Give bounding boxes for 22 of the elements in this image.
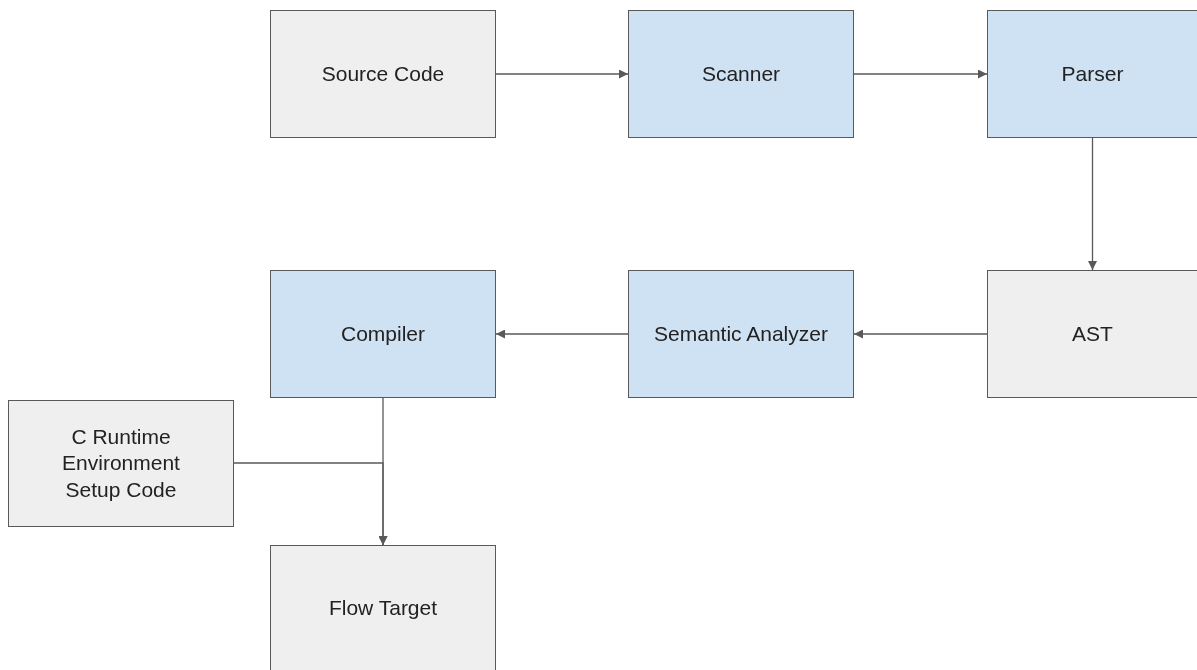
box-label: Flow Target: [327, 594, 439, 621]
process-box: [628, 270, 854, 398]
process-box: [987, 10, 1197, 138]
box-label: Source Code: [320, 60, 446, 87]
arrow: [233, 462, 388, 546]
data-box: [987, 270, 1197, 398]
arrow: [1088, 137, 1097, 271]
arrow: [495, 69, 629, 79]
box-label: Compiler: [340, 320, 426, 347]
process-box: [270, 270, 496, 398]
box-label: Semantic Analyzer: [653, 320, 829, 347]
box-label: C Runtime Environment Setup Code: [61, 424, 181, 503]
data-box: [8, 400, 234, 527]
arrow: [853, 69, 988, 79]
data-box: [270, 545, 496, 670]
box-label: Scanner: [700, 60, 782, 87]
data-box: [270, 10, 496, 138]
box-label: Parser: [1060, 60, 1125, 87]
arrow: [495, 329, 629, 339]
arrow: [853, 329, 988, 339]
process-box: [628, 10, 854, 138]
box-label: AST: [1071, 320, 1114, 347]
